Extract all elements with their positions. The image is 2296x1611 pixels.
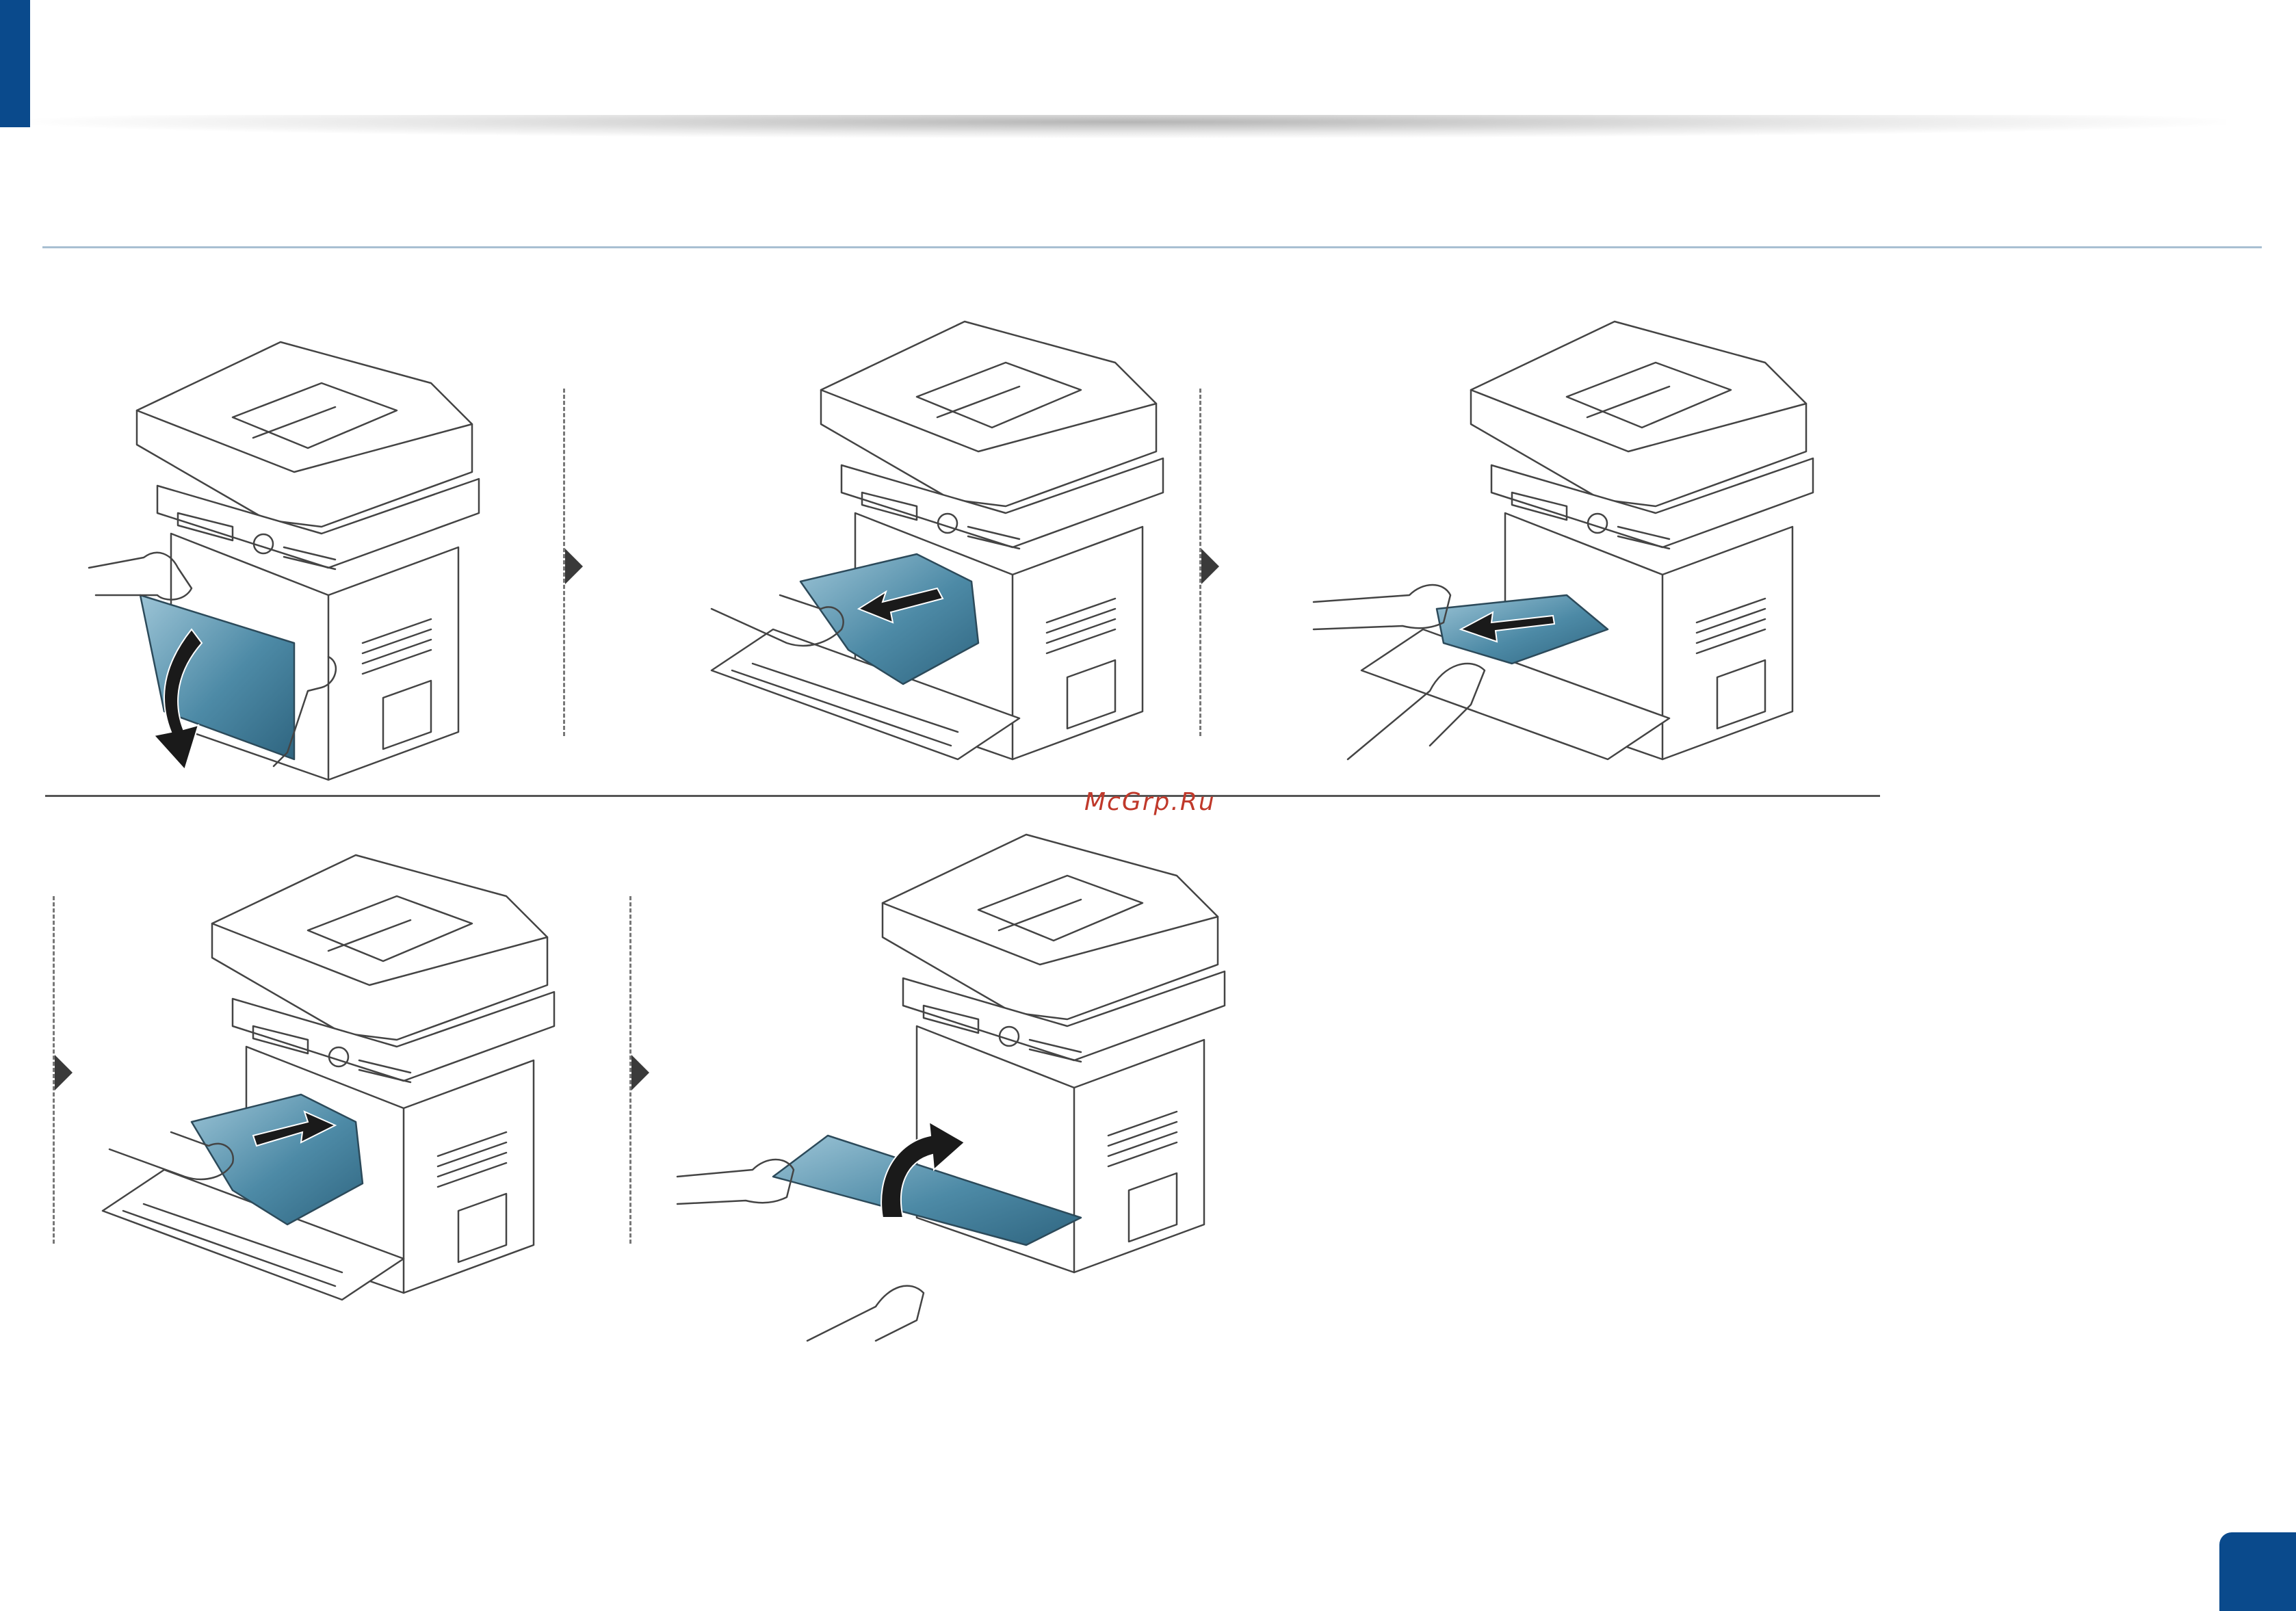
watermark-text: McGrp.Ru [1084,788,1216,816]
printer-insert-toner-cartridge-icon [96,855,561,1320]
step-arrow-icon [55,1055,73,1090]
header-rule [42,246,2262,248]
printer-remove-toner-cartridge-icon [712,322,1177,787]
step-arrow-icon [565,549,583,584]
chapter-tab [0,0,30,127]
printer-remove-jammed-paper-icon [1307,322,1840,787]
row-separator [45,795,1880,797]
printer-close-front-cover-icon [670,835,1231,1354]
header-shadow [30,115,2226,138]
step-arrow-icon [1201,549,1219,584]
step-arrow-icon [631,1055,649,1090]
page-number-tab [2219,1532,2296,1611]
printer-open-front-cover-icon [82,342,493,780]
